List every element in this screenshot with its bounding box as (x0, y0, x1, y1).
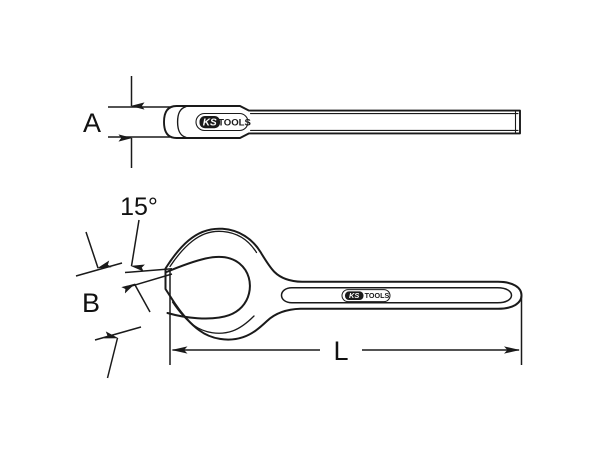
dimension-b-label: B (82, 288, 100, 318)
angle-vertex-arrow (121, 283, 151, 313)
logo-badge-2 (345, 291, 364, 300)
logo-badge (199, 116, 220, 129)
dimension-l: L (169, 270, 523, 366)
dimension-angle-15: 15° (120, 193, 173, 313)
angle-label-15-degrees: 15° (120, 193, 158, 221)
angle-leader-arrow (130, 219, 145, 272)
dimension-b-arrow-bottom (104, 331, 119, 379)
edge-view-wrench: KS TOOLS (163, 105, 521, 139)
logo-ks-text: KS (203, 117, 217, 128)
logo-ks-text-2: KS (349, 291, 359, 300)
dimension-a-label: A (83, 108, 101, 138)
dimension-a: A (83, 76, 170, 168)
edge-view-logo: KS TOOLS (195, 112, 252, 132)
face-view-wrench: KS TOOLS (164, 227, 523, 341)
face-view-logo: KS TOOLS (341, 289, 391, 303)
dimension-b-arrow-top (85, 231, 112, 269)
dimension-b-extension-top (75, 262, 123, 277)
logo-tools-text: TOOLS (218, 118, 251, 129)
dimension-l-label: L (333, 336, 348, 366)
dimension-b: B (75, 231, 142, 379)
angle-reference-line (124, 268, 173, 274)
logo-tools-text-2: TOOLS (365, 291, 390, 300)
